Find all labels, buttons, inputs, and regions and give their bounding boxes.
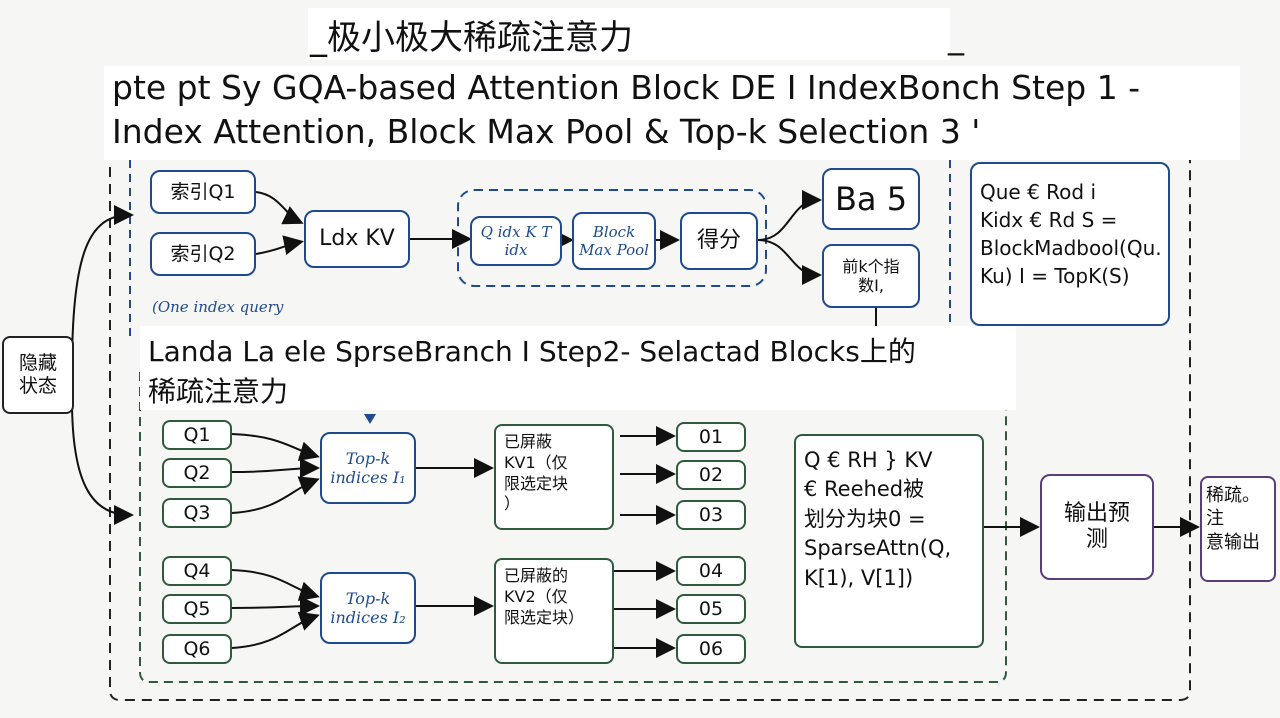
sparse-formula-box: Q € RH } KV € Reehed被 划分为块0 = SparseAttn…: [794, 434, 984, 648]
score-node: 得分: [680, 212, 758, 270]
index-query-2: 索引Q2: [150, 232, 256, 276]
step2-header-banner: [140, 326, 1016, 410]
ldx-kv-node: Ldx KV: [304, 210, 410, 268]
diagram-title: _极小极大稀疏注意力: [310, 18, 633, 58]
outer-dashed-frame: [109, 150, 1191, 701]
ba5-node: Ba 5: [822, 168, 920, 230]
output-projection-node: 输出预 测: [1040, 474, 1154, 580]
step2-header-line1: Landa La ele SprseBranch I Step2- Selact…: [148, 335, 916, 368]
index-query-note: (One index query: [152, 298, 284, 316]
query-q1: Q1: [162, 420, 232, 450]
query-q3: Q3: [162, 498, 232, 528]
hidden-state-node: 隐藏 状态: [2, 336, 74, 414]
masked-kv2-node: 已屏蔽的 KV2（仅 限选定块）: [494, 558, 614, 664]
query-q2: Q2: [162, 458, 232, 488]
output-o2: 02: [676, 460, 746, 490]
query-q5: Q5: [162, 594, 232, 624]
topk-indices-2: Top-k indices I₂: [320, 572, 416, 644]
output-o6: 06: [676, 634, 746, 664]
step1-header-banner: [104, 66, 1240, 160]
step2-header-line2: 稀疏注意力: [148, 375, 289, 408]
topk-indices-node: 前k个指 数I,: [822, 244, 920, 308]
query-q6: Q6: [162, 634, 232, 664]
block-max-pool-node: Block Max Pool: [572, 212, 656, 270]
qk-node: Q idx K T idx: [470, 216, 562, 266]
topk-indices-1: Top-k indices I₁: [320, 432, 416, 504]
title-banner: [308, 8, 950, 60]
output-o4: 04: [676, 556, 746, 586]
output-o1: 01: [676, 422, 746, 452]
output-o3: 03: [676, 500, 746, 530]
qk-label: Q idx K T idx: [480, 223, 552, 259]
output-o5: 05: [676, 594, 746, 624]
index-branch-frame: [129, 160, 951, 340]
step1-header-line1: pte pt Sy GQA-based Attention Block DE I…: [112, 68, 1141, 107]
sparse-branch-frame: [139, 372, 1007, 683]
pointer-triangle: [364, 414, 376, 424]
masked-kv1-node: 已屏蔽 KV1（仅 限选定块 ）: [494, 424, 614, 530]
title-underscore: _: [948, 18, 964, 56]
step1-header-line2: Index Attention, Block Max Pool & Top-k …: [112, 112, 981, 151]
query-q4: Q4: [162, 556, 232, 586]
index-formula-box: Que € Rod i Kidx € Rd S = BlockMadbool(Q…: [970, 162, 1170, 326]
index-query-1: 索引Q1: [150, 170, 256, 214]
sparse-output-node: 稀疏。 注 意输出: [1200, 476, 1276, 582]
